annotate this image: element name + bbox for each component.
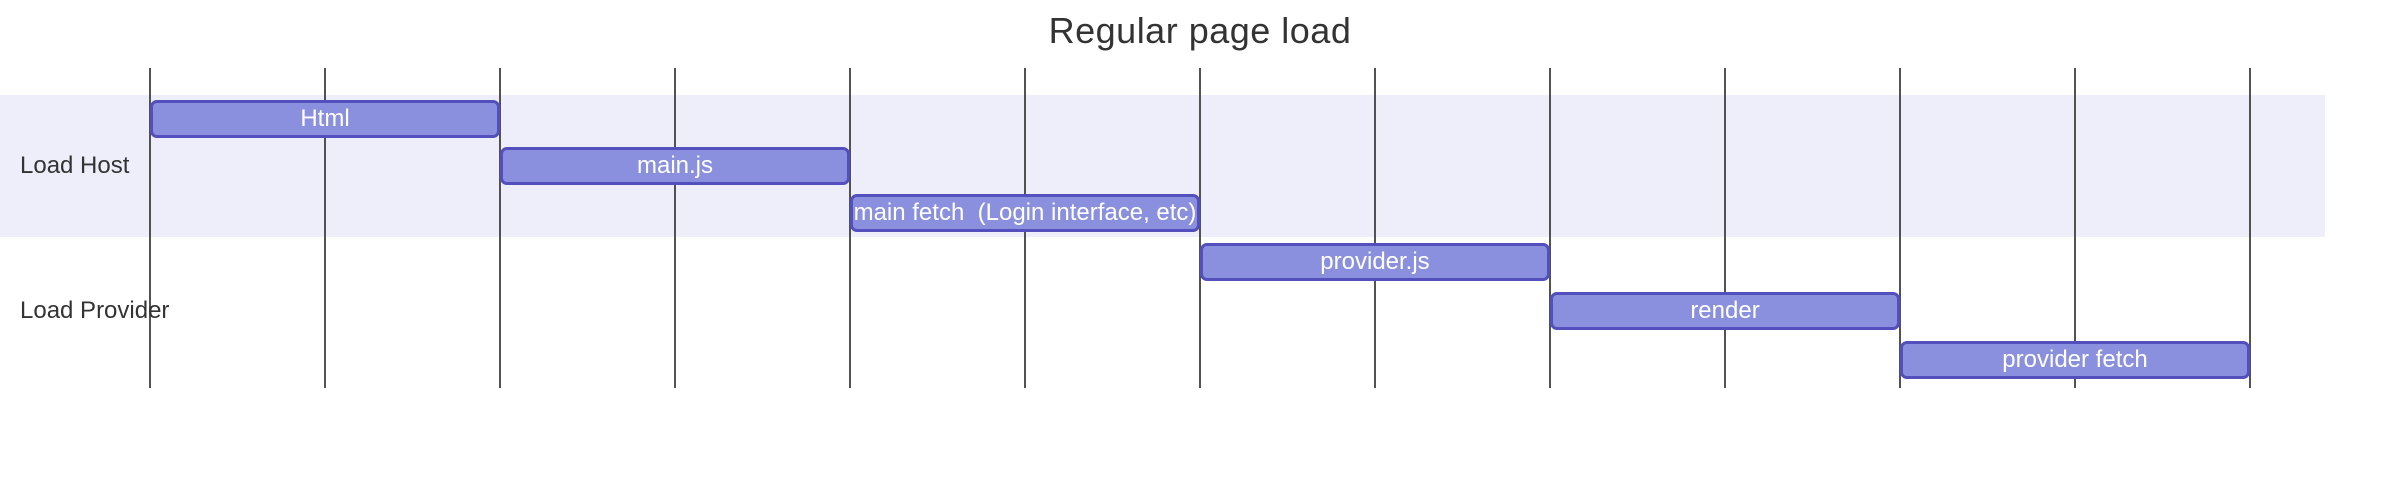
task-bar-provider: provider.js <box>1200 242 1550 281</box>
grid-tick-line <box>2074 68 2076 388</box>
task-bar-label: provider fetch <box>2002 346 2148 374</box>
task-bar-label: main.js <box>636 152 714 179</box>
task-bar-label: render <box>1690 297 1760 324</box>
grid-tick-line <box>1374 68 1376 388</box>
section-label-load-provider: Load Provider <box>20 297 170 324</box>
grid-tick-line <box>2249 68 2251 388</box>
grid-tick-line <box>1199 68 1201 388</box>
task-bar-label: main fetch (Login interface, etc) <box>853 199 1197 227</box>
grid-tick-line <box>674 68 676 388</box>
chart-title: Regular page load <box>1048 10 1352 51</box>
task-bar-render: render <box>1550 292 1900 330</box>
grid-tick-line <box>149 68 151 388</box>
section-label-load-host: Load Host <box>20 152 130 179</box>
task-bar-main: main fetch (Login interface, etc) <box>850 194 1200 233</box>
task-bar-label: Html <box>300 104 350 132</box>
task-bar-html: Html <box>150 99 500 138</box>
task-bar-label: provider.js <box>1320 247 1430 275</box>
grid-tick-line <box>499 68 501 388</box>
task-bar-provider: provider fetch <box>1900 341 2250 380</box>
grid-tick-line <box>1899 68 1901 388</box>
grid-tick-line <box>324 68 326 388</box>
grid-tick-line <box>1549 68 1551 388</box>
grid-tick-line <box>1724 68 1726 388</box>
task-bar-main: main.js <box>500 147 850 185</box>
